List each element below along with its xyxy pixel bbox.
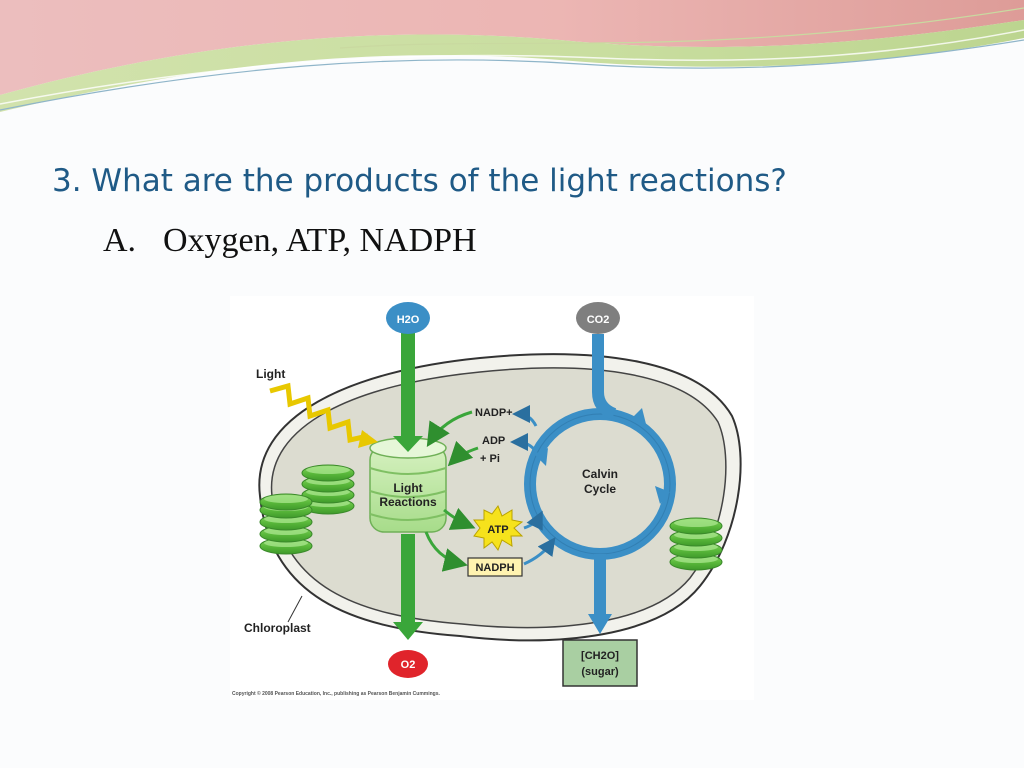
header-swoosh-decoration [0, 0, 1024, 112]
light-reactions-stack: Light Reactions [369, 437, 447, 533]
water-to-oxygen-arrow [393, 331, 423, 640]
calvin-to-nadp-arrow [512, 405, 538, 427]
thylakoid-stack-right [669, 517, 723, 571]
calvin-to-adp-arrow [510, 433, 538, 453]
nadp-to-light-arrow [426, 410, 473, 448]
chloroplast-pointer [287, 595, 303, 623]
light-to-atp-arrow [443, 507, 476, 530]
answer-text: Oxygen, ATP, NADPH [163, 222, 477, 259]
sugar-label-2: (sugar) [581, 666, 619, 678]
answer-letter: A. [103, 222, 137, 259]
pi-label: + Pi [480, 453, 500, 465]
sugar-label-1: [CH2O] [581, 650, 619, 662]
co2-label: CO2 [587, 314, 610, 326]
photosynthesis-diagram: Light Reactions H2O O2 CO2 Light Calvin … [230, 296, 754, 700]
sugar-box: [CH2O] (sugar) [562, 639, 638, 687]
h2o-label: H2O [397, 314, 420, 326]
nadph-to-calvin-arrow [523, 537, 556, 566]
slide-question: 3. What are the products of the light re… [52, 163, 787, 199]
nadph-box: NADPH [467, 557, 523, 577]
calvin-cycle-label-2: Cycle [584, 482, 616, 496]
light-label: Light [256, 367, 285, 381]
thylakoid-stack-left-front [259, 493, 313, 555]
co2-bubble: CO2 [576, 302, 620, 334]
answer-line: A. Oxygen, ATP, NADPH [103, 222, 477, 260]
adp-to-light-arrow [447, 440, 479, 467]
atp-starburst: ATP [473, 504, 524, 552]
atp-label: ATP [487, 524, 508, 536]
o2-label: O2 [401, 659, 416, 671]
o2-bubble: O2 [388, 650, 428, 678]
atp-to-calvin-arrow [523, 510, 543, 531]
calvin-cycle-label-1: Calvin [582, 467, 618, 481]
nadph-label: NADPH [475, 562, 514, 574]
light-reactions-label-2: Reactions [379, 495, 437, 509]
adp-label: ADP [482, 435, 505, 447]
co2-entry-arrow [592, 334, 617, 420]
sugar-exit-arrow [588, 554, 612, 634]
h2o-bubble: H2O [386, 302, 430, 334]
light-zigzag [269, 382, 378, 448]
light-to-nadph-arrow [424, 531, 468, 572]
light-reactions-label-1: Light [393, 481, 422, 495]
nadp-plus-label: NADP+ [475, 407, 513, 419]
chloroplast-label: Chloroplast [244, 621, 311, 635]
copyright-text: Copyright © 2008 Pearson Education, Inc.… [232, 690, 441, 697]
